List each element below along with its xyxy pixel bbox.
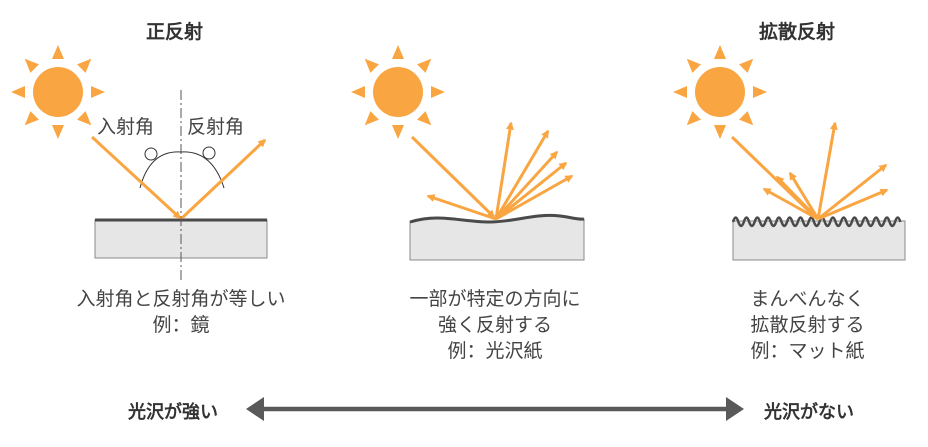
sun-ray [24,58,39,73]
scale-label-matte: 光沢がない [764,402,854,423]
panel-diffuse [673,45,906,261]
reflected-rays [762,121,889,221]
reflect-angle-label: 反射角 [187,116,245,138]
reflected-ray [817,188,889,221]
sun-ray [364,111,379,126]
surface-top [409,213,585,224]
caption-specular: 入射角と反射角が等しい 例：鏡 [40,286,322,338]
sun-ray [392,45,404,59]
panel-title-specular: 正反射 [146,21,204,43]
sun-ray [417,111,432,126]
sun-ray [77,58,92,73]
caption-diffuse: まんべんなく 拡散反射する 例：マット紙 [700,286,915,364]
sun-ray [364,58,379,73]
double-arrow-icon [246,397,744,421]
sun-disc [373,67,423,117]
sun-ray [11,86,25,98]
sun-ray [431,86,445,98]
caption-line: 一部が特定の方向に [409,288,581,310]
sun-disc [33,67,83,117]
reflected-rays [426,121,574,221]
sun-ray [739,58,754,73]
caption-line: 拡散反射する [750,314,865,336]
sun-icon [673,45,767,139]
panel-title-diffuse: 拡散反射 [759,21,836,43]
sun-ray [24,111,39,126]
sun-ray [739,111,754,126]
sun-ray [753,86,767,98]
reflected-ray [495,161,568,221]
reflected-ray [817,163,888,221]
sun-ray [673,86,687,98]
reflected-ray [180,138,267,220]
reflect-angle-mark [202,146,216,160]
reflected-ray [494,129,550,220]
sun-icon [11,45,105,139]
incident-ray [410,135,496,219]
sun-ray [77,111,92,126]
sun-ray [52,125,64,139]
caption-line: 例：光沢紙 [447,340,543,362]
caption-line: 強く反射する [437,314,552,336]
reflected-ray [762,187,819,221]
sun-ray [52,45,64,59]
surface-top [731,216,902,228]
surface-block [732,220,906,261]
sun-ray [686,111,701,126]
reflected-ray [495,174,574,221]
caption-line: 例：マット紙 [750,340,865,362]
sun-ray [686,58,701,73]
sun-disc [695,67,745,117]
sun-ray [91,86,105,98]
panel-glossy [351,45,585,261]
reflected-ray [775,175,820,221]
sun-ray [351,86,365,98]
incident-ray [90,135,182,220]
reflected-ray [816,121,838,220]
incident-angle-label: 入射角 [97,116,155,138]
sun-ray [392,125,404,139]
caption-line: まんべんなく [750,288,865,310]
reflected-ray [788,171,820,220]
caption-line: 入射角と反射角が等しい [76,288,286,310]
caption-glossy: 一部が特定の方向に 強く反射する 例：光沢紙 [350,286,640,364]
sun-icon [351,45,445,139]
scale-label-glossy: 光沢が強い [128,402,218,423]
reflected-ray [494,121,514,220]
sun-ray [417,58,432,73]
sun-ray [714,125,726,139]
caption-line: 例：鏡 [152,314,210,336]
incident-angle-mark [144,147,158,161]
sun-ray [714,45,726,59]
reflected-ray [426,194,497,221]
reflected-ray [494,150,559,221]
panel-specular [11,45,268,280]
